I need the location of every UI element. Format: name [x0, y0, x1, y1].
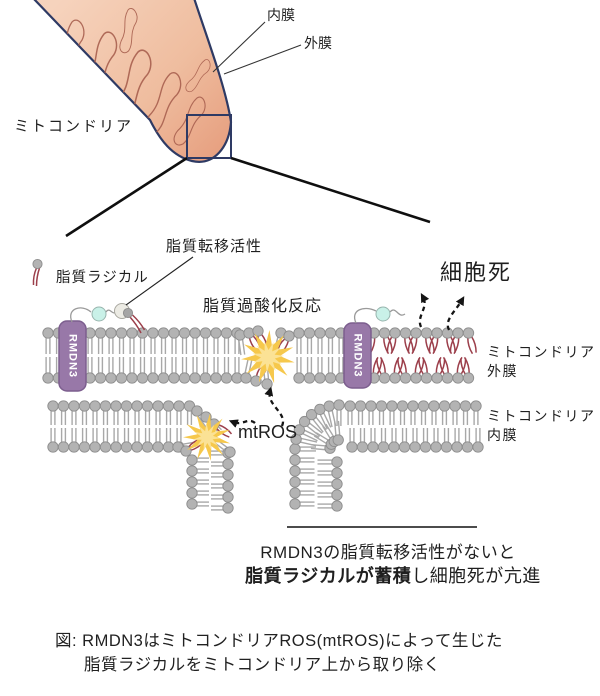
- lipid-peroxidation-label: 脂質過酸化反応: [203, 297, 322, 315]
- lipid-radical-icon: [32, 258, 43, 287]
- rmdn3-protein-left: RMDN3: [58, 320, 87, 392]
- zoom-box: [186, 114, 232, 159]
- summary-line2-rest: し細胞死が亢進: [411, 566, 541, 586]
- cyan-domain-icon: [91, 306, 107, 322]
- lipid-transfer-pointer-line: [125, 256, 194, 306]
- rmdn3-label-left: RMDN3: [67, 334, 79, 378]
- mtros-arrow-up: [264, 386, 285, 427]
- mitochondrion-illustration: 内膜 外膜 ミトコンドリア: [14, 0, 431, 238]
- outer-membrane-callout-line: [223, 44, 302, 75]
- summary-line1: RMDN3の脂質転移活性がないと: [260, 543, 515, 562]
- cell-death-label: 細胞死: [440, 260, 512, 285]
- peroxidation-burst-icons: [183, 330, 295, 461]
- figure-caption-line1: 図: RMDN3はミトコンドリアROS(mtROS)によって生じた: [55, 631, 503, 650]
- rmdn3-label-right: RMDN3: [352, 333, 364, 377]
- figure-caption-line2: 脂質ラジカルをミトコンドリア上から取り除く: [84, 655, 441, 674]
- inner-membrane-label-line2: 内膜: [487, 427, 518, 443]
- summary-line2-bold: 脂質ラジカルが蓄積: [245, 565, 412, 586]
- mitochondria-label: ミトコンドリア: [14, 118, 133, 135]
- cell-death-arrow-left: [418, 293, 430, 328]
- zoom-line-right: [230, 156, 431, 224]
- outer-membrane-label-line2: 外膜: [487, 363, 518, 379]
- lipid-radical-label: 脂質ラジカル: [56, 268, 149, 286]
- lipid-transfer-arm: [70, 256, 194, 334]
- mtros-label: mtROS: [238, 422, 297, 442]
- inner-membrane-label: ミトコンドリア 内膜: [487, 408, 596, 443]
- cell-death-arrow-right: [446, 296, 465, 331]
- inner-membrane-callout-line: [212, 21, 266, 73]
- outer-membrane-label-line1: ミトコンドリア: [487, 344, 596, 360]
- inner-membrane-callout-label: 内膜: [267, 7, 295, 23]
- summary-line2: 脂質ラジカルが蓄積し細胞死が亢進: [245, 565, 541, 586]
- dashed-arrows: [228, 293, 465, 428]
- membrane-bilayers: [42, 327, 484, 514]
- outer-membrane-callout-label: 外膜: [304, 35, 332, 51]
- zoom-line-left: [65, 156, 188, 238]
- bound-lipid-head-icon: [122, 307, 134, 319]
- cyan-domain-icon: [375, 306, 391, 322]
- outer-membrane-label: ミトコンドリア 外膜: [487, 344, 596, 379]
- mitochondrion-body: [33, 0, 233, 163]
- inner-membrane-label-line1: ミトコンドリア: [487, 408, 596, 424]
- lipid-transfer-label: 脂質転移活性: [166, 237, 262, 255]
- rmdn3-protein-right: RMDN3: [343, 306, 406, 389]
- mtros-arrow-left: [228, 419, 256, 428]
